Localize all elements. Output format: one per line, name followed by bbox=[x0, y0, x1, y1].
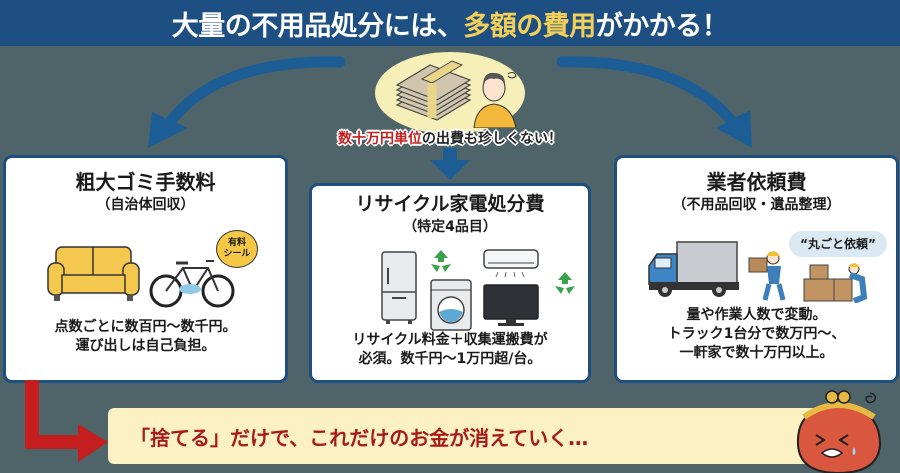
desc-line: 必須。数千円〜1万円超/台。 bbox=[358, 351, 542, 367]
washing-machine-icon bbox=[430, 279, 472, 331]
card-description: 量や作業人数で変動。 トラック1台分で数万円〜、 一軒家で数十万円以上。 bbox=[617, 306, 896, 363]
card-oversized-garbage-fee: 粗大ゴミ手数料 （自治体回収） 有料 シール 点数ごとに数百円〜数千円。 運び出… bbox=[3, 155, 288, 383]
card-title: 粗大ゴミ手数料 bbox=[75, 170, 216, 194]
card-contractor-fee: 業者依頼費 （不用品回収・遺品整理） “丸ごと依頼” 量や作業人数で変動。 トラ… bbox=[614, 155, 899, 383]
title-prefix: 大量の不用品処分には、 bbox=[171, 10, 464, 42]
page-title: 大量の不用品処分には、多額の費用がかかる！ bbox=[0, 0, 900, 46]
boxes-icon bbox=[803, 263, 867, 303]
desc-line: 量や作業人数で変動。 bbox=[686, 307, 827, 323]
crying-purse-icon bbox=[796, 390, 882, 473]
badge-line1: 有料 bbox=[227, 238, 246, 248]
recycle-icon bbox=[431, 250, 451, 272]
right-curved-arrow-icon bbox=[556, 56, 752, 148]
air-conditioner-icon bbox=[483, 249, 539, 278]
sofa-icon bbox=[47, 246, 140, 301]
desc-line: 一軒家で数十万円以上。 bbox=[679, 345, 834, 361]
card-subtitle: （特定4品目） bbox=[403, 219, 497, 235]
speech-bubble: “丸ごと依頼” bbox=[789, 231, 887, 257]
desc-line: 運び出しは自己負担。 bbox=[75, 338, 216, 354]
card-title: 業者依頼費 bbox=[706, 170, 807, 194]
caption-emphasis: 数十万円単位 bbox=[338, 131, 422, 147]
caption-rest: の出費も珍しくない！ bbox=[422, 131, 562, 147]
desc-line: リサイクル料金＋収集運搬費が bbox=[352, 332, 548, 348]
card-subtitle: （不用品回収・遺品整理） bbox=[672, 197, 841, 213]
card-description: 点数ごとに数百円〜数千円。 運び出しは自己負担。 bbox=[6, 318, 285, 356]
truck-icon bbox=[648, 241, 739, 297]
conclusion-text: 「捨てる」だけで、これだけのお金が消えていく… bbox=[130, 425, 589, 450]
bicycle-icon bbox=[149, 260, 235, 308]
desc-line: 点数ごとに数百円〜数千円。 bbox=[54, 319, 237, 335]
red-elbow-arrow-icon bbox=[25, 380, 108, 462]
worried-person-icon bbox=[473, 71, 517, 128]
title-highlight: 多額の費用 bbox=[463, 10, 596, 42]
card-description: リサイクル料金＋収集運搬費が 必須。数千円〜1万円超/台。 bbox=[312, 331, 588, 369]
money-stack-icon bbox=[395, 60, 472, 121]
worker-icon bbox=[748, 251, 786, 301]
title-suffix: がかかる！ bbox=[595, 10, 729, 42]
down-arrow-icon bbox=[430, 148, 470, 180]
card-subtitle: （自治体回収） bbox=[96, 197, 195, 213]
badge-line2: シール bbox=[223, 249, 251, 259]
left-curved-arrow-icon bbox=[148, 56, 346, 148]
paid-sticker-badge: 有料 シール bbox=[216, 230, 258, 268]
card-appliance-recycling-fee: リサイクル家電処分費 （特定4品目） リサイクル料金＋収集運搬費が 必須。数千円… bbox=[309, 183, 591, 383]
conclusion-banner: 「捨てる」だけで、これだけのお金が消えていく… bbox=[108, 408, 818, 464]
center-caption: 数十万円単位の出費も珍しくない！ bbox=[300, 128, 600, 148]
television-icon bbox=[483, 284, 539, 326]
recycle-icon bbox=[555, 272, 575, 294]
refrigerator-icon bbox=[381, 251, 417, 324]
card-title: リサイクル家電処分費 bbox=[355, 193, 545, 215]
desc-line: トラック1台分で数万円〜、 bbox=[667, 326, 846, 342]
